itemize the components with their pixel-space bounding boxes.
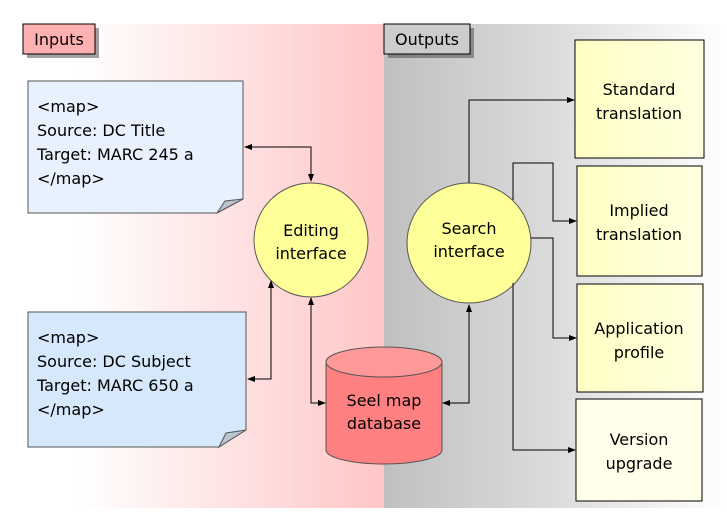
node-label: interface	[433, 242, 504, 261]
note-line: </map>	[37, 400, 105, 419]
editing-interface-node[interactable]: Editing interface	[253, 182, 369, 298]
input-note-2[interactable]: <map> Source: DC Subject Target: MARC 65…	[27, 311, 247, 449]
output-standard-translation[interactable]: Standard translation	[574, 39, 705, 159]
output-label: Version	[610, 430, 669, 449]
output-label: Application	[594, 319, 683, 338]
connector-search-version	[512, 283, 576, 453]
output-version-upgrade[interactable]: Version upgrade	[575, 398, 703, 502]
connector-search-implied	[512, 162, 577, 224]
node-label: interface	[275, 244, 346, 263]
note-line: Source: DC Title	[37, 121, 165, 140]
output-application-profile[interactable]: Application profile	[576, 283, 704, 393]
output-label: Implied	[609, 201, 668, 220]
note-line: </map>	[37, 169, 105, 188]
seel-map-database[interactable]: Seel map database	[325, 346, 443, 465]
output-label: translation	[596, 225, 682, 244]
database-label: Seel map	[347, 391, 422, 410]
database-label: database	[347, 414, 421, 433]
note-line: <map>	[37, 328, 99, 347]
node-label: Editing	[283, 221, 339, 240]
connector-search-standard	[468, 97, 575, 183]
connector-search-application	[531, 237, 577, 341]
note-line: Target: MARC 650 a	[36, 376, 194, 395]
outputs-label-text: Outputs	[395, 30, 459, 49]
note-line: <map>	[37, 97, 99, 116]
note-line: Source: DC Subject	[37, 352, 191, 371]
output-implied-translation[interactable]: Implied translation	[576, 165, 703, 277]
output-label: profile	[614, 343, 665, 362]
node-label: Search	[442, 219, 497, 238]
output-label: upgrade	[606, 454, 673, 473]
outputs-label: Outputs	[383, 23, 474, 58]
search-interface-node[interactable]: Search interface	[406, 182, 532, 304]
inputs-label-text: Inputs	[34, 30, 84, 49]
input-note-1[interactable]: <map> Source: DC Title Target: MARC 245 …	[27, 80, 244, 214]
note-line: Target: MARC 245 a	[36, 145, 194, 164]
output-label: translation	[596, 104, 682, 123]
output-label: Standard	[603, 80, 676, 99]
inputs-label: Inputs	[22, 23, 99, 58]
